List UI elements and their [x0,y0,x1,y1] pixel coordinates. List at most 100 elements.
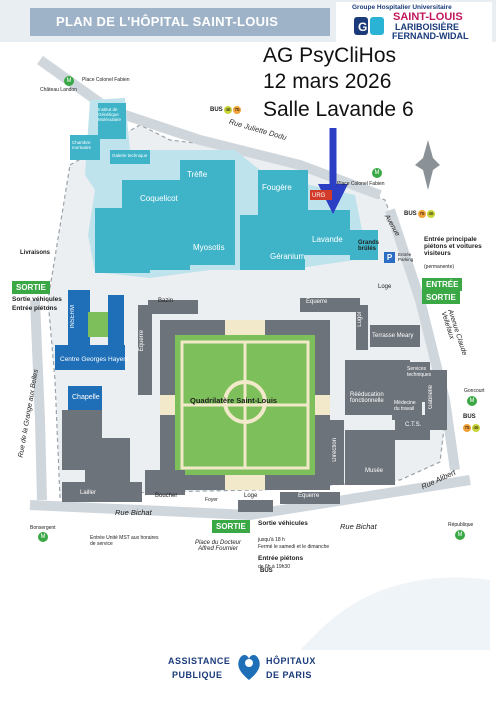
hayem-garden [88,312,108,337]
logo-text-lariboisiere: LARIBOISIÈRE [395,22,460,32]
label-services: Services techniques [407,366,432,378]
sign-sortie-right: SORTIE [422,291,460,304]
footer-assistance: ASSISTANCE [168,656,231,666]
label-medecine: Médecine du travail [394,400,416,412]
building-inserm [68,290,90,350]
building-lailler [85,438,130,483]
building-equerre-bottom [280,492,340,504]
sortie-left-sub1: Sortie véhicules [12,296,62,303]
label-boucher: Boucher [155,493,178,499]
meeting-title: AG PsyCliHos [263,44,397,67]
label-lailler: Lailler [80,490,97,496]
building-lailler-bottom [62,482,142,502]
page-title: PLAN DE L'HÔPITAL SAINT-LOUIS [56,14,279,29]
meeting-date: 12 mars 2026 [263,70,392,93]
metro-fabien-icon: M [64,76,74,86]
building-geranium [240,215,305,270]
label-bazin: Bazin [158,298,174,304]
building-bazin [148,300,198,314]
building-chapelle [68,386,102,410]
building-medecine [392,398,422,420]
label-place-fournier: Place du Docteur Alfred Fournier [194,540,242,552]
entree-pietons-sub: de 6h à 19h30 [258,564,290,570]
metro-republique-label: République [448,522,474,528]
road-juliette-dodu [37,55,382,200]
label-hayem: Centre Georges Hayem [60,356,129,363]
livraisons: Livraisons [20,250,51,256]
decorative-wave [300,577,490,650]
street-bichat-left: Rue Bichat [115,508,152,517]
entree-principale: Entrée principale piétons et voitures vi… [424,236,482,257]
label-cts: C.T.S. [405,422,422,428]
label-inserm: INSERM [70,305,76,329]
logo-text-fernand-widal: FERNAND-WIDAL [392,31,469,41]
building-lavande [305,210,350,255]
metro-goncourt-label: Goncourt [464,388,485,394]
bus-right: BUS [404,211,417,217]
building-grands-brules [350,230,378,260]
label-myosotis: Myosotis [193,243,225,252]
aphp-heart-icon [238,655,260,680]
sign-entree-right: ENTRÉE [422,278,463,291]
bus-right2-75-icon: 75 [463,424,471,432]
entree-permanente: (permanente) [424,264,455,270]
hospital-map [29,55,471,521]
entree-pietons: Entrée piétons [258,555,304,562]
label-fougere: Fougère [262,183,292,192]
building-equerre-left [138,305,152,395]
meeting-room: Salle Lavande 6 [263,98,414,121]
entree-parking: Entrée Parking [398,252,414,262]
metro-fabien-right-icon: M [372,168,382,178]
logo-mark-icon: G [354,17,384,35]
label-foyer: Foyer [205,497,218,503]
label-musee: Musée [365,468,384,474]
building-equerre-top [300,298,360,312]
sortie-bottom-sub2: jusqu'à 18 h [258,537,285,543]
building-cts [395,415,430,440]
label-chapelle: Chapelle [72,394,100,401]
header-band [30,8,330,36]
metro-republique-icon: M [455,530,465,540]
label-chateau-landon: Château Landon [40,87,77,93]
compass-icon [415,140,440,190]
building-loge-bottom [238,500,273,512]
label-place-fabien-top: Place Colonel Fabien [82,77,130,83]
building-coquelicot-c [150,215,190,270]
building-lugol [356,305,368,350]
street-bichat-right: Rue Bichat [340,522,377,531]
bus-right2-46-icon: 46 [472,424,480,432]
label-grands-brules: Grands brûlés [358,240,380,252]
sortie-bottom-sub1: Sortie véhicules [258,520,308,527]
building-myosotis [190,200,235,265]
bus-right-46-icon: 46 [427,210,435,218]
label-galerie: Galerie technique [112,153,148,158]
building-direction [330,420,344,485]
label-chambre: Chambre mortuaire [72,140,92,150]
sign-sortie-bottom: SORTIE [212,520,250,533]
building-boucher [145,470,185,495]
metro-bonsergent-label: Bonsergent [30,525,56,531]
sortie-bottom-sub3: Fermé le samedi et le dimanche [258,544,330,550]
label-equerre-left: Équerre [139,330,145,352]
parking-icon: P [384,252,395,263]
label-reeducation: Rééducation fonctionnelle [350,392,384,404]
bus-bottom: BUS [260,568,273,574]
bus-75-icon: 75 [233,106,241,114]
label-place-fabien-right: Place Colonel Fabien [337,181,385,187]
sortie-left-sub2: Entrée piétons [12,305,58,312]
label-coquelicot: Coquelicot [140,194,178,203]
road-grange-aux-belles [30,299,47,501]
logo-text-group: Groupe Hospitalier Universitaire [352,4,452,11]
logo-text-saint-louis: SAINT-LOUIS [393,11,463,23]
building-hayem [55,345,125,370]
label-gabrielle: Gabrielle [428,385,434,410]
label-quadrilatere: Quadrilatère Saint-Louis [190,396,278,405]
metro-bonsergent-icon: M [38,532,48,542]
label-loge-right: Loge [378,284,392,290]
label-equerre-top: Équerre [306,299,328,305]
building-terrasse [370,325,420,347]
building-coquelicot-b [95,208,150,273]
sign-sortie-left: SORTIE [12,281,50,294]
bus-right2: BUS [463,414,476,420]
footer-hopitaux: HÔPITAUX [266,656,316,666]
